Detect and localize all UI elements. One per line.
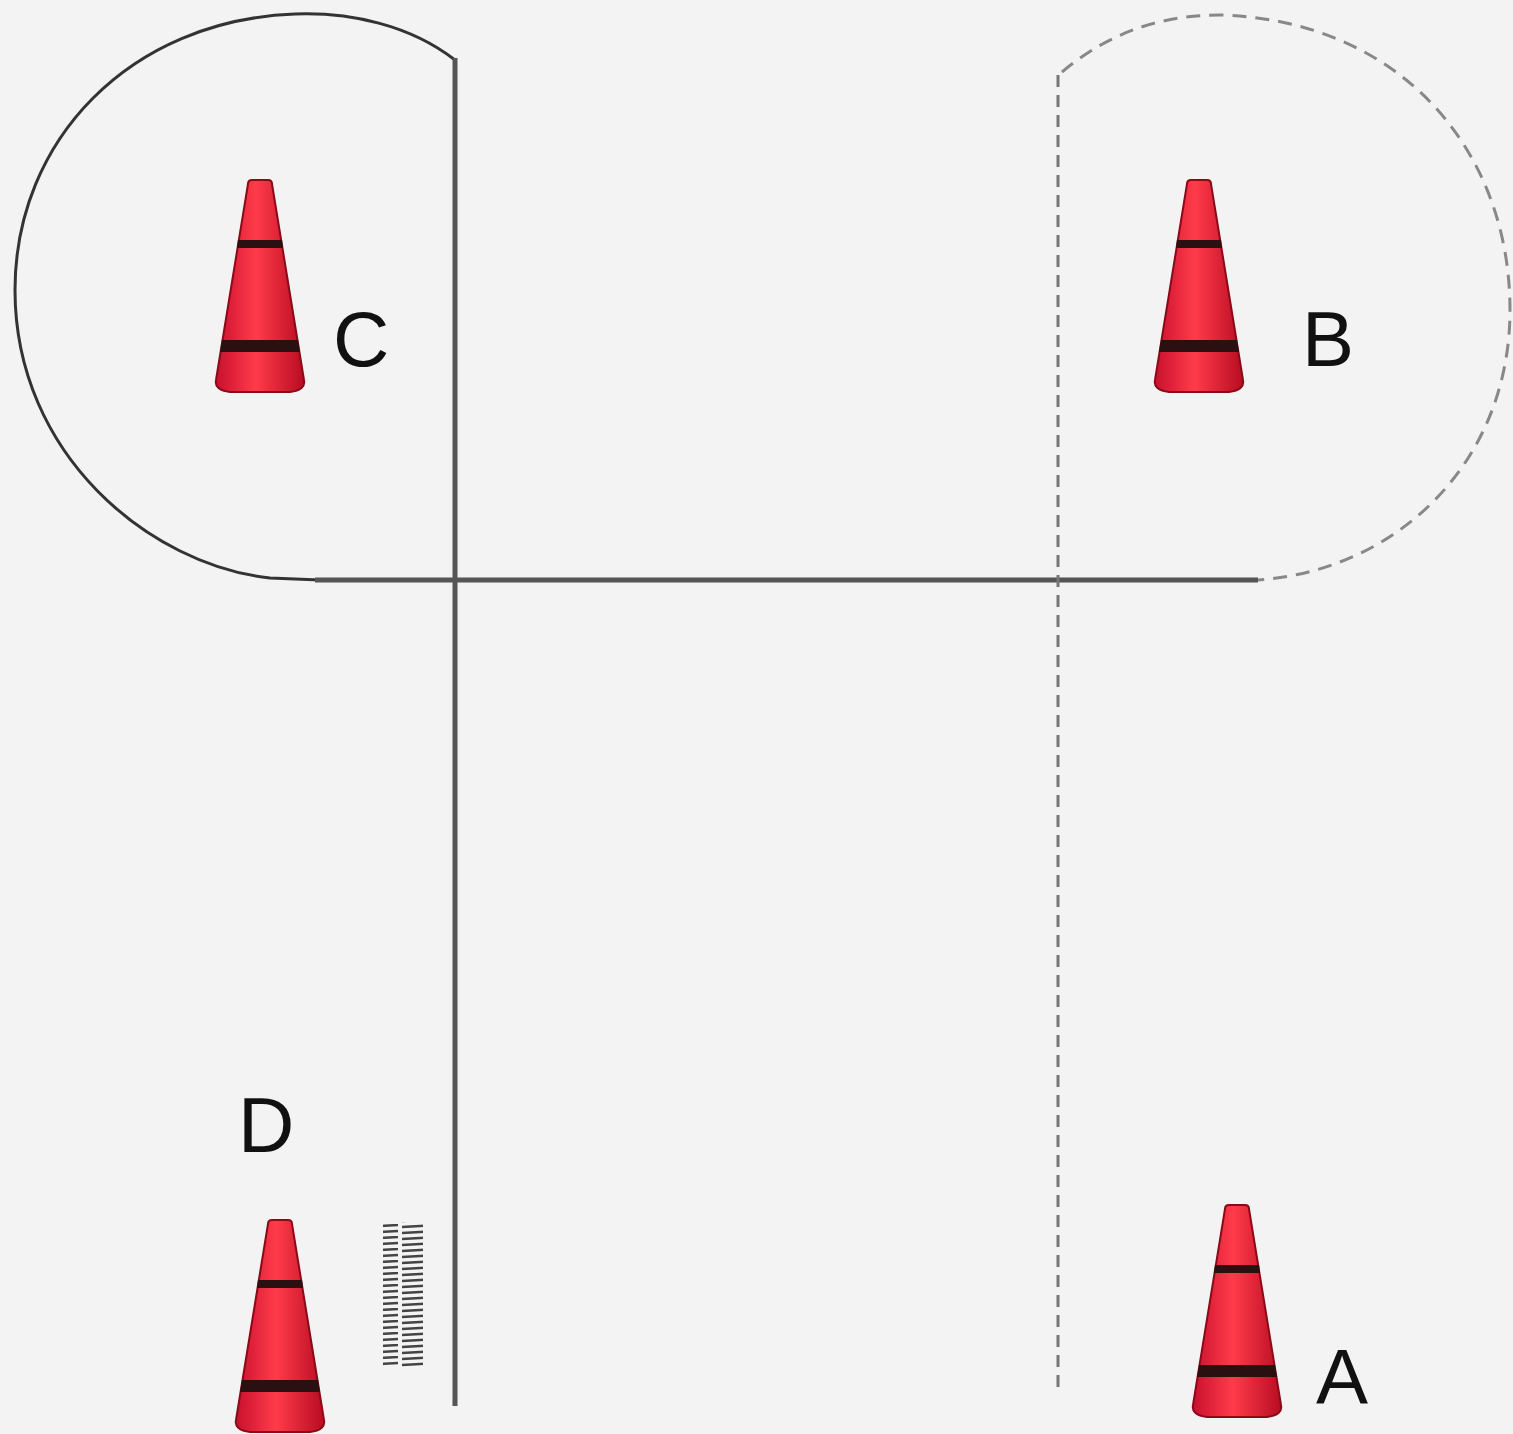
traffic-cone (1155, 180, 1243, 392)
turn-loop (15, 14, 455, 580)
dashed-line (1057, 75, 1060, 1390)
traffic-cone (1193, 1205, 1281, 1417)
traffic-cone (216, 180, 304, 392)
hatch-mark (383, 1222, 423, 1368)
cone-letter: D (238, 1086, 294, 1164)
guide-line (453, 58, 458, 1406)
dashed-loop (1062, 15, 1510, 580)
traffic-cone (236, 1220, 324, 1432)
cone-letter: C (333, 300, 389, 378)
cone-letter: A (1316, 1338, 1368, 1416)
cone-letter: B (1302, 300, 1354, 378)
guide-line (315, 578, 1258, 583)
